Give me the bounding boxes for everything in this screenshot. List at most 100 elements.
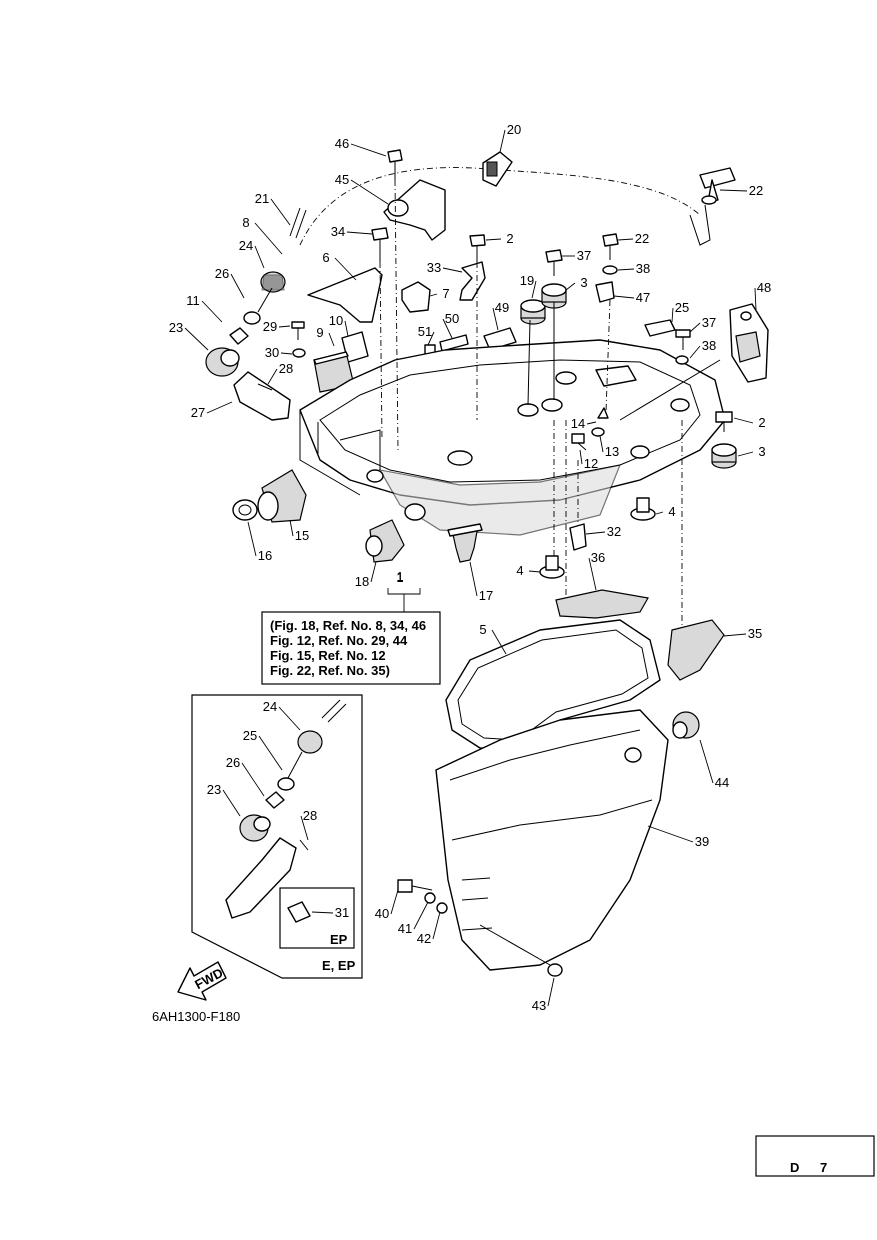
bolt-4-bottom	[539, 555, 565, 579]
callout-5: 5	[479, 622, 486, 637]
part-36-bracket	[555, 589, 649, 619]
leader-50	[442, 318, 453, 339]
inset-grommet-23	[239, 814, 271, 842]
callout-14: 14	[571, 416, 585, 431]
callout-22: 22	[749, 183, 763, 198]
callout-30: 30	[265, 345, 279, 360]
callout-41: 41	[398, 921, 412, 936]
bolt-2-right	[715, 411, 733, 432]
grommet-19	[520, 299, 546, 325]
callout-2: 2	[506, 231, 513, 246]
bolt-12	[571, 433, 587, 451]
callout-26: 26	[215, 266, 229, 281]
leader-38	[689, 345, 701, 359]
bolt-29	[291, 321, 305, 340]
leader-15	[289, 519, 294, 537]
note-line-2: Fig. 12, Ref. No. 29, 44	[270, 633, 408, 648]
leader-46	[350, 143, 387, 157]
callout-38: 38	[636, 261, 650, 276]
part-35-bracket	[667, 619, 725, 681]
part-45-bracket	[383, 179, 446, 241]
washer-38-right	[675, 355, 689, 365]
callout-26: 26	[226, 755, 240, 770]
sticker-49	[483, 327, 517, 351]
leader-17	[469, 561, 478, 597]
leader-28	[300, 815, 309, 841]
leader-19	[531, 280, 537, 299]
grommet-3-right	[711, 443, 737, 469]
guide-grommet-19	[527, 319, 531, 406]
leader-23	[222, 789, 241, 817]
callout-4: 4	[668, 504, 675, 519]
callout-1: 1	[396, 569, 403, 584]
part-10-block	[313, 351, 355, 393]
callout-9: 9	[316, 325, 323, 340]
callout-7: 7	[442, 286, 449, 301]
callout-21: 21	[255, 191, 269, 206]
page-tag-main: D	[790, 1160, 799, 1175]
callout-34: 34	[331, 224, 345, 239]
nut-43	[547, 963, 563, 977]
note-line-3: Fig. 15, Ref. No. 12	[270, 648, 386, 663]
callout-15: 15	[295, 528, 309, 543]
leader-21	[270, 198, 291, 226]
callout-28: 28	[279, 361, 293, 376]
leader-8	[254, 222, 283, 255]
part-22-joint	[699, 167, 736, 205]
inset-holder-26	[265, 791, 285, 809]
callout-35: 35	[748, 626, 762, 641]
leader-39	[647, 825, 694, 843]
sticker-50	[439, 334, 469, 352]
leader-22	[719, 189, 748, 192]
leader-6	[334, 257, 357, 281]
callout-45: 45	[335, 172, 349, 187]
leader-32	[585, 531, 606, 535]
washer-41	[424, 892, 436, 904]
callout-28: 28	[303, 808, 317, 823]
leader-36	[588, 557, 597, 591]
leader-3	[737, 451, 754, 457]
part-44-grommet	[672, 711, 700, 739]
callout-43: 43	[532, 998, 546, 1013]
inset-knob-24	[297, 730, 323, 754]
part-6-plate	[307, 267, 383, 323]
leader-16	[247, 521, 257, 557]
guide-right-hose	[619, 359, 721, 421]
inset-variant-label: E, EP	[322, 958, 356, 973]
leader-41	[413, 901, 429, 930]
leader-2	[733, 417, 754, 424]
inset-screw-25	[277, 751, 303, 791]
leader-47	[613, 295, 635, 299]
leader-24	[254, 245, 265, 269]
guide-bolt-46	[394, 179, 399, 451]
leader-3	[565, 282, 576, 291]
knob-24	[260, 271, 286, 293]
leader-40	[390, 889, 399, 915]
leader-10	[344, 320, 349, 337]
callout-32: 32	[607, 524, 621, 539]
callout-16: 16	[258, 548, 272, 563]
callout-leaders	[184, 129, 757, 1007]
leader-25	[671, 307, 674, 323]
callout-36: 36	[591, 550, 605, 565]
bolt-40	[397, 879, 433, 893]
page-tag-sub: 7	[820, 1160, 827, 1175]
leader-12	[579, 449, 583, 465]
callout-33: 33	[427, 260, 441, 275]
inset-sub-variant-label: EP	[330, 932, 348, 947]
group-bracket	[387, 588, 421, 612]
grommet-23	[205, 347, 240, 377]
callout-11: 11	[186, 293, 200, 308]
leader-33	[442, 267, 463, 273]
callout-25: 25	[675, 300, 689, 315]
callout-20: 20	[507, 122, 521, 137]
bolt-34	[469, 234, 486, 262]
callout-51: 51	[418, 324, 432, 339]
page-tag-box	[755, 1135, 875, 1177]
callout-24: 24	[239, 238, 253, 253]
leader-51	[427, 331, 435, 346]
leader-11	[201, 300, 223, 323]
callout-8: 8	[242, 215, 249, 230]
leader-44	[699, 739, 714, 784]
